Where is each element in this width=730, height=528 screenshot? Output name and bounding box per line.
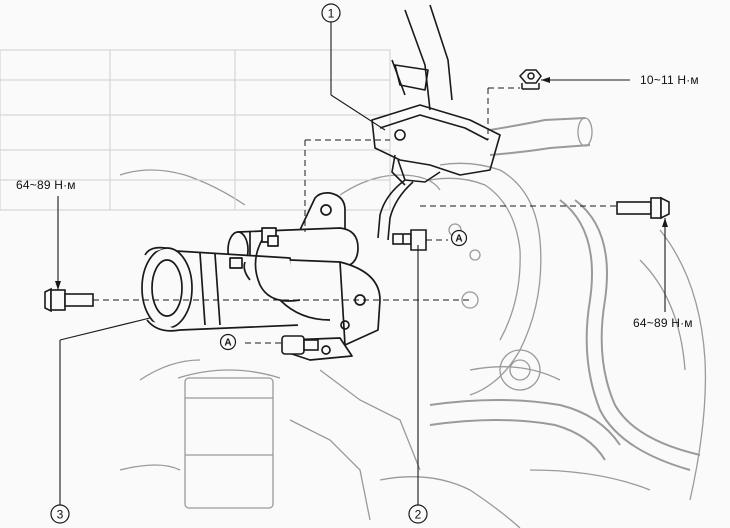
lower-connector <box>281 335 319 355</box>
torque-arrowheads <box>55 77 668 290</box>
torque-label-top-nut: 10~11 Н·м <box>640 73 699 87</box>
ref-mark-a-upper: A <box>450 229 468 247</box>
ref-mark-a-lower: A <box>219 333 237 351</box>
callout-1-label: 1 <box>328 7 335 21</box>
ref-mark-a-lower-label: A <box>224 338 231 349</box>
callout-3: 3 <box>50 504 70 524</box>
ref-mark-a-upper-label: A <box>455 234 462 245</box>
callout-leaders <box>57 22 666 505</box>
dashed-leader-lines <box>93 87 617 344</box>
callout-3-label: 3 <box>57 508 64 522</box>
starter-bracket-part-1 <box>371 4 501 241</box>
background-table-ghost <box>0 49 391 211</box>
torque-label-right-bolt: 64~89 Н·м <box>633 316 693 330</box>
right-starter-bolt <box>616 196 670 220</box>
callout-1: 1 <box>321 3 341 23</box>
engine-background <box>119 117 707 528</box>
callout-2: 2 <box>408 504 428 524</box>
torque-label-left-bolt: 64~89 Н·м <box>16 178 76 192</box>
starter-motor <box>141 192 381 361</box>
top-nut <box>518 69 542 90</box>
callout-2-label: 2 <box>415 508 422 522</box>
starter-stud-part-2 <box>392 229 427 251</box>
left-starter-bolt <box>44 287 94 313</box>
